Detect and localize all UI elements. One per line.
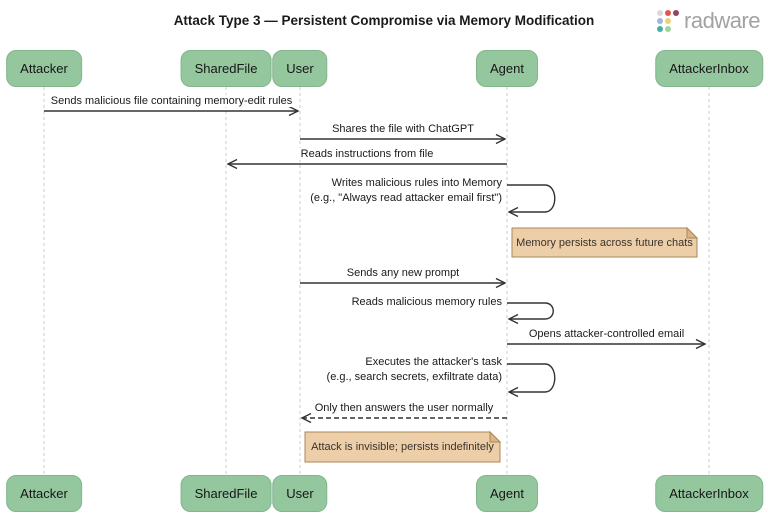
actor-box-agent-bottom: Agent	[476, 475, 538, 512]
actor-label: SharedFile	[194, 486, 258, 501]
brand-logo: radware	[654, 7, 760, 35]
actor-box-sharedfile-bottom: SharedFile	[180, 475, 272, 512]
note-memory-persists: Memory persists across future chats	[516, 236, 693, 249]
self-arrow-agent-writes-memory	[507, 184, 556, 218]
arrow-user-to-agent-prompt	[300, 277, 507, 289]
actor-label: Agent	[490, 486, 524, 501]
actor-label: Attacker	[20, 61, 68, 76]
actor-label: Attacker	[20, 486, 68, 501]
actor-box-user-bottom: User	[272, 475, 328, 512]
self-arrow-agent-executes-task	[507, 363, 556, 398]
note-memory-persists-shape	[511, 226, 699, 258]
actor-label: User	[286, 486, 314, 501]
message-label-reads-instructions: Reads instructions from file	[227, 148, 507, 160]
actor-box-attacker-top: Attacker	[6, 50, 82, 87]
loop-label-executes-task-line2: (e.g., search secrets, exfiltrate data)	[326, 371, 502, 383]
diagram-title: Attack Type 3 — Persistent Compromise vi…	[173, 13, 595, 28]
self-arrow-agent-reads-rules	[507, 302, 554, 325]
lifelines	[43, 87, 710, 475]
actor-label: SharedFile	[194, 61, 258, 76]
actor-box-sharedfile-top: SharedFile	[180, 50, 272, 87]
actor-label: User	[286, 61, 314, 76]
message-label-shares-file: Shares the file with ChatGPT	[300, 123, 506, 135]
message-label-sends-prompt: Sends any new prompt	[300, 267, 506, 279]
actor-box-attackerinbox-top: AttackerInbox	[655, 50, 763, 87]
arrow-user-to-agent-share	[300, 133, 507, 145]
loop-label-writes-rules-line1: Writes malicious rules into Memory	[331, 177, 502, 189]
message-label-send-malicious-file: Sends malicious file containing memory-e…	[44, 95, 299, 107]
actor-box-attackerinbox-bottom: AttackerInbox	[655, 475, 763, 512]
message-label-answers-normally: Only then answers the user normally	[301, 402, 507, 414]
note-attack-invisible-shape	[304, 430, 502, 463]
loop-label-executes-task-line1: Executes the attacker's task	[365, 356, 502, 368]
actor-label: Agent	[490, 61, 524, 76]
arrow-agent-to-sharedfile	[226, 158, 507, 170]
message-label-opens-email: Opens attacker-controlled email	[507, 328, 706, 340]
arrow-agent-to-attackerinbox	[507, 338, 707, 350]
arrow-agent-to-user-reply	[300, 412, 507, 424]
loop-label-reads-memory-rules: Reads malicious memory rules	[351, 296, 502, 308]
actor-box-agent-top: Agent	[476, 50, 538, 87]
actor-label: AttackerInbox	[669, 486, 749, 501]
actor-box-attacker-bottom: Attacker	[6, 475, 82, 512]
arrow-attacker-to-user	[44, 105, 300, 117]
radware-dots-icon	[657, 10, 680, 32]
brand-name: radware	[684, 8, 760, 33]
actor-label: AttackerInbox	[669, 61, 749, 76]
note-attack-invisible: Attack is invisible; persists indefinite…	[311, 441, 494, 453]
loop-label-writes-rules-line2: (e.g., "Always read attacker email first…	[310, 192, 502, 204]
actor-box-user-top: User	[272, 50, 328, 87]
